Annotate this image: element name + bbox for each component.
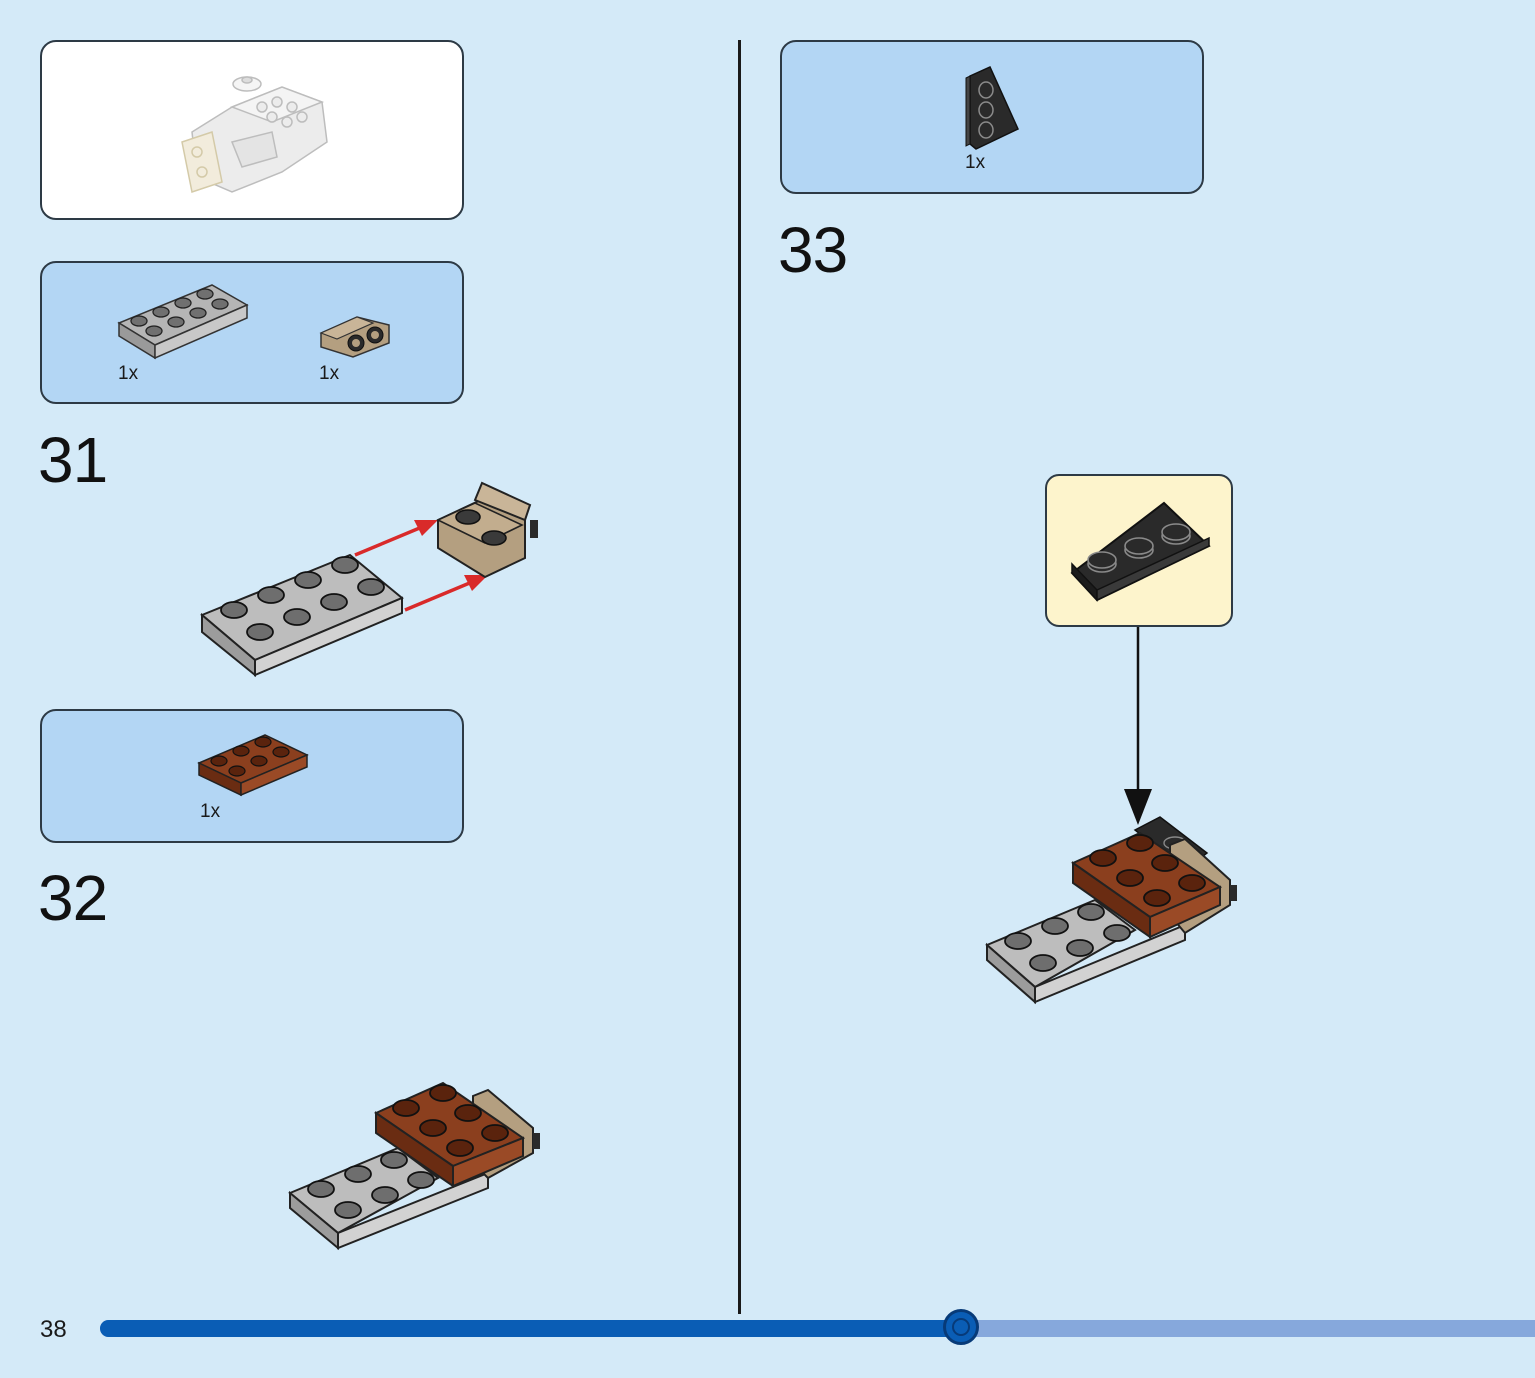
step-31-part-1-qty: 1x	[118, 363, 139, 384]
step-32-parts-box: 1x	[40, 709, 464, 843]
step-33-parts-box: 1x	[780, 40, 1204, 194]
page-number: 38	[40, 1316, 67, 1343]
submodel-preview-image	[181, 76, 328, 193]
step-33-part-1-qty: 1x	[965, 152, 986, 173]
step-31-assembly-image	[200, 481, 538, 678]
brown-plate-2x3-icon	[197, 734, 309, 797]
step-33-callout-box	[1045, 474, 1233, 627]
step-32-number: 32	[38, 862, 108, 934]
black-wedge-plate-callout-image	[1070, 501, 1211, 602]
progress-bar-track	[100, 1320, 1535, 1337]
tan-bracket-1x2-icon	[319, 316, 390, 358]
step-33-assembly-image	[985, 816, 1237, 1005]
step-32-part-1-qty: 1x	[200, 801, 221, 822]
step-32-assembly-image	[288, 1081, 540, 1251]
submodel-preview-box	[40, 40, 464, 220]
black-wedge-plate-icon	[965, 66, 1019, 150]
step-33-number: 33	[778, 214, 848, 286]
step-31-part-2-qty: 1x	[319, 363, 340, 384]
progress-bar-knob	[943, 1309, 979, 1345]
column-divider	[738, 40, 741, 1314]
step-31-number: 31	[38, 424, 108, 496]
step-33-down-arrow	[1124, 627, 1152, 825]
grey-plate-2x4-icon	[117, 284, 249, 360]
progress-bar-fill	[100, 1320, 961, 1337]
step-31-parts-box: 1x 1x	[40, 261, 464, 404]
